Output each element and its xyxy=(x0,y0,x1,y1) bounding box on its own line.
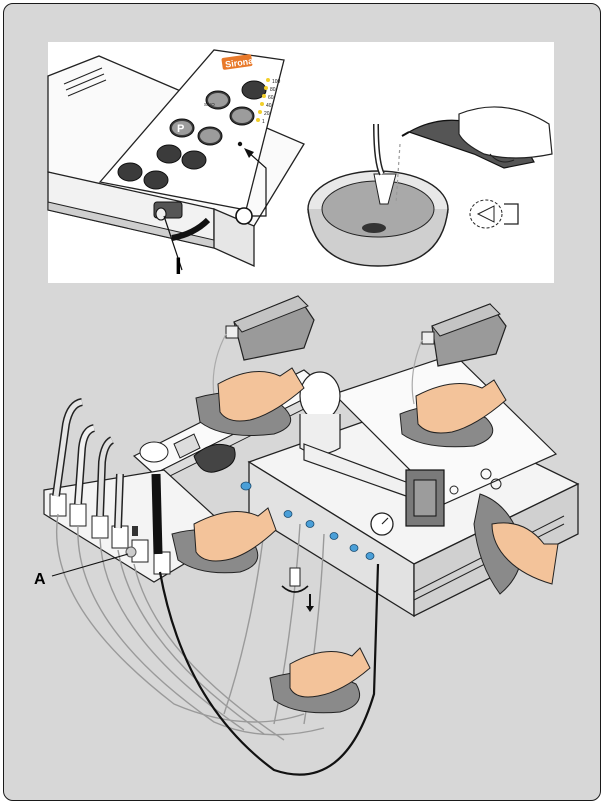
main-illustration: A xyxy=(34,295,580,776)
panel-scale: 100 80 60 40 20 1 xyxy=(256,78,281,125)
switch-label: I xyxy=(175,253,182,280)
panel-button-chair-up-icon xyxy=(156,144,182,164)
brand-badge xyxy=(221,54,253,70)
panel-button-text: SIVO xyxy=(204,102,215,107)
maintenance-illustration: Sirona P SIVO xyxy=(34,42,580,776)
panel-button-chair-down-icon xyxy=(181,150,207,170)
hand-wiping-arm xyxy=(195,367,305,436)
hand-wiping-side xyxy=(473,493,559,595)
callout-label: A xyxy=(34,571,46,588)
filter-rotate-icon xyxy=(281,567,314,612)
brand-text: Sirona xyxy=(225,56,255,70)
black-hose xyxy=(158,563,380,776)
scale-label: 20 xyxy=(264,111,270,117)
scale-label: 60 xyxy=(268,95,274,101)
blue-connectors xyxy=(240,481,375,560)
panel-button-tilt-icon xyxy=(117,162,143,182)
pressure-gauge-icon xyxy=(370,512,394,536)
scale-label: 40 xyxy=(266,103,272,109)
connector-box xyxy=(405,469,445,527)
scale-label: 80 xyxy=(270,87,276,93)
hand-wiping-hoses xyxy=(269,647,371,714)
top-inset-panel: Sirona P SIVO xyxy=(47,42,554,283)
scale-label: 100 xyxy=(272,79,281,85)
hand-wiping-tray xyxy=(171,507,277,574)
spittoon-bowl xyxy=(307,123,449,267)
callout-indicator xyxy=(235,148,267,225)
svg-text:P: P xyxy=(177,123,184,135)
handpieces xyxy=(52,398,169,555)
illustration-frame: Sirona P SIVO xyxy=(3,3,601,801)
callout-a-indicator xyxy=(51,546,137,577)
hand-wiping-top xyxy=(399,379,507,448)
hand-with-syringe xyxy=(395,106,553,205)
scale-label: 1 xyxy=(262,119,265,125)
panel-button-return-icon xyxy=(143,170,169,190)
cleaning-bottle-left xyxy=(212,295,315,397)
indicator-dot xyxy=(237,141,243,147)
cleaning-bottle-right xyxy=(411,303,507,405)
water-symbol-icon xyxy=(469,199,519,229)
main-switch xyxy=(153,201,211,271)
control-panel: Sirona P SIVO xyxy=(98,49,285,211)
